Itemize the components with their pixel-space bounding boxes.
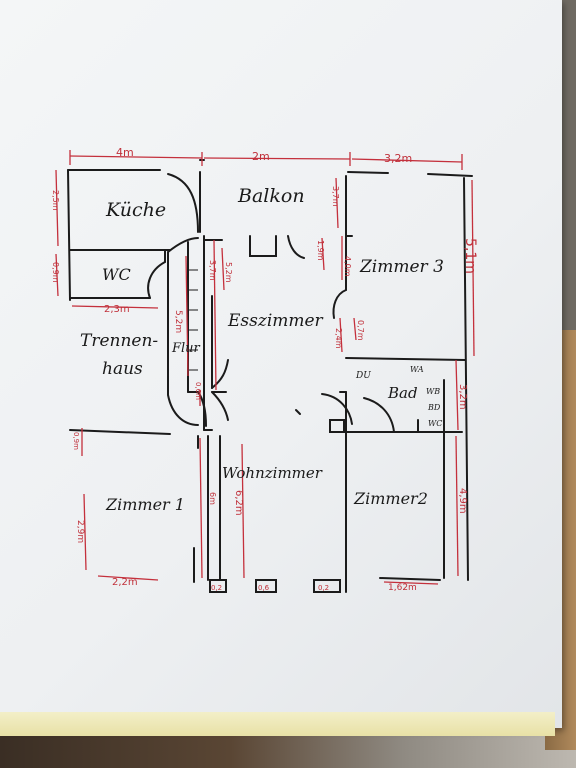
dim-z3-small: 1,9m bbox=[316, 240, 325, 261]
bath-bd: BD bbox=[427, 403, 441, 412]
room-label-esszimmer: Esszimmer bbox=[227, 311, 324, 331]
bath-wa: WA bbox=[410, 365, 424, 374]
bath-wb: WB bbox=[426, 387, 440, 396]
room-label-balkon: Balkon bbox=[237, 185, 305, 207]
dim-bottom-b: 0,6 bbox=[258, 584, 270, 592]
room-label-kueche: Küche bbox=[105, 199, 166, 221]
dim-bad-height: 3,2m bbox=[457, 384, 468, 410]
dim-flur-small: 0,6m bbox=[194, 382, 202, 400]
dim-stair-width: 2,3m bbox=[104, 304, 130, 315]
walls bbox=[67, 159, 473, 593]
dim-top-kueche: 4m bbox=[116, 146, 134, 159]
dim-bottom-c: 0,2 bbox=[318, 584, 329, 592]
dim-wohn-len: 6,2m bbox=[233, 490, 244, 516]
dim-z2-width: 1,62m bbox=[388, 583, 417, 593]
dim-balkon-right: 3,7m bbox=[331, 186, 340, 207]
room-label-zimmer2: Zimmer2 bbox=[353, 489, 428, 508]
room-label-flur: Flur bbox=[171, 341, 201, 356]
dim-ess-lower2: 2,4m bbox=[334, 328, 343, 349]
dim-top-zimmer3: 3,2m bbox=[384, 152, 412, 165]
paper-yellow-edge bbox=[0, 712, 555, 736]
paper-sheet bbox=[0, 0, 562, 728]
room-label-treppenhaus-2: haus bbox=[102, 359, 143, 379]
dim-wc-height: 0,9m bbox=[51, 262, 60, 283]
dim-z3-mid: 4,0m bbox=[343, 256, 352, 277]
room-label-treppenhaus-1: Trennen- bbox=[80, 331, 158, 351]
dim-right-total: 5,1m bbox=[462, 238, 478, 274]
dimension-lines bbox=[55, 150, 475, 585]
dim-bottom-a: 0,2 bbox=[211, 584, 222, 592]
room-label-wc: WC bbox=[102, 265, 131, 284]
dim-top-balkon: 2m bbox=[252, 150, 270, 163]
room-label-wohnzimmer: Wohnzimmer bbox=[222, 464, 323, 482]
room-label-bad: Bad bbox=[387, 384, 418, 402]
dim-ess-len2: 5,2m bbox=[224, 262, 233, 283]
dim-z1-height: 2,9m bbox=[75, 520, 85, 543]
dim-flur-len: 5,2m bbox=[173, 310, 183, 333]
dim-wohn-sm: 6m bbox=[208, 492, 217, 505]
room-label-zimmer3: Zimmer 3 bbox=[359, 257, 444, 277]
bath-du: DU bbox=[355, 371, 371, 381]
dim-z1-width: 2,2m bbox=[112, 577, 138, 588]
bath-wc: WC bbox=[428, 419, 442, 428]
dim-ess-len1: 3,7m bbox=[208, 260, 217, 281]
dim-kueche-height: 2,5m bbox=[51, 190, 60, 211]
stair-steps bbox=[188, 269, 198, 371]
dim-wohn-small: 0,9m bbox=[72, 432, 80, 450]
dim-ess-lower: 0,7m bbox=[356, 320, 365, 341]
dim-z2-height: 4,9m bbox=[457, 488, 468, 514]
room-label-zimmer1: Zimmer 1 bbox=[105, 495, 185, 514]
